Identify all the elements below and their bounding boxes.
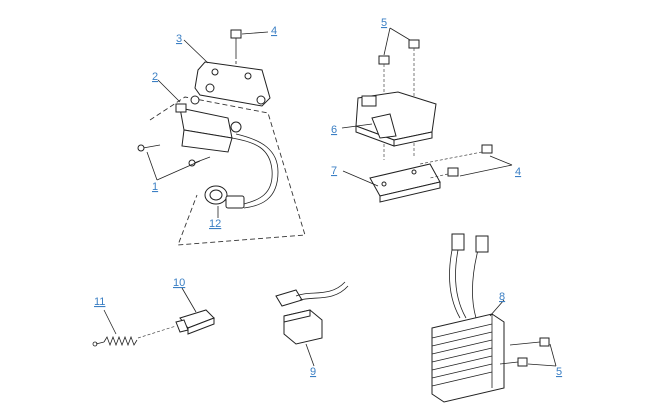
cdi-mounting-plate: [369, 163, 441, 203]
brake-light-switch: [175, 309, 215, 335]
callout-9: 9: [310, 366, 316, 378]
ignition-coil: [175, 95, 279, 209]
callout-3: 3: [176, 33, 182, 45]
callout-6: 6: [331, 124, 337, 136]
plate-bolts: [419, 144, 513, 179]
starter-relay: [275, 281, 349, 367]
coil-bracket: [194, 61, 271, 107]
ignition-coil-group: [137, 29, 306, 246]
cdi-unit: [355, 91, 437, 147]
callout-5-top: 5: [381, 17, 387, 29]
callout-4-right: 4: [515, 166, 521, 178]
coil-screws: [137, 144, 211, 167]
callout-11: 11: [94, 296, 105, 308]
brake-switch-group: [92, 287, 215, 347]
callout-8: 8: [499, 291, 505, 303]
callout-4-top: 4: [271, 25, 277, 37]
voltage-regulator: [431, 233, 557, 403]
callout-10: 10: [173, 277, 185, 289]
callout-7: 7: [331, 165, 337, 177]
regulator-bolts: [499, 337, 557, 367]
return-spring: [92, 335, 138, 347]
callout-5-bottom: 5: [556, 366, 562, 378]
callout-1: 1: [152, 181, 158, 193]
bracket-bolt: [230, 29, 242, 66]
spark-plug-cap: [204, 185, 245, 209]
regulator-body: [431, 313, 505, 403]
callout-2: 2: [152, 71, 158, 83]
callout-12: 12: [209, 218, 221, 230]
cdi-unit-group: [341, 27, 513, 203]
